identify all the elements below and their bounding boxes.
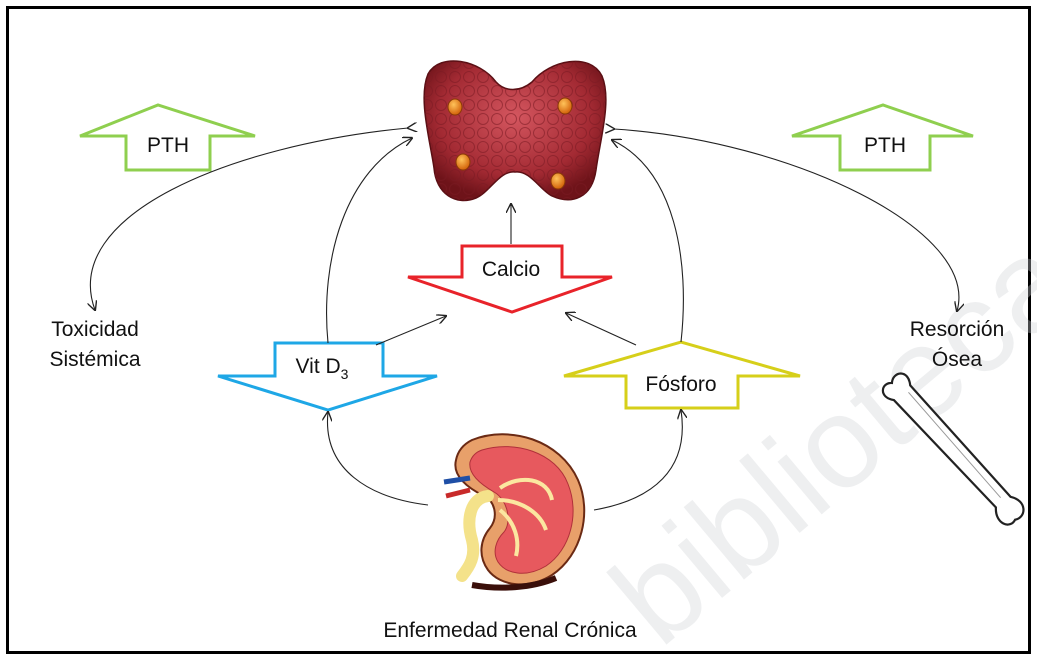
fosforo-arrow: Fósforo [564,342,800,408]
right-pth-label: PTH [864,134,906,157]
calcio-label: Calcio [482,258,540,281]
parathyroid-gland-icon [424,61,606,200]
vitd-arrow: Vit D3 [218,343,437,410]
right-pth-arrow: PTH [792,105,973,170]
kidney-icon [444,434,584,587]
toxicidad-label: Toxicidad [51,318,139,341]
calcio-arrow: Calcio [408,246,612,312]
left-pth-arrow: PTH [80,105,255,170]
footer-title: Enfermedad Renal Crónica [383,619,637,642]
fosforo-label: Fósforo [645,373,716,396]
vitd-subscript: 3 [341,366,349,382]
left-pth-label: PTH [147,134,189,157]
resorcion-label: Resorción [910,318,1005,341]
osea-label: Ósea [932,348,983,371]
sistemica-label: Sistémica [49,348,140,371]
